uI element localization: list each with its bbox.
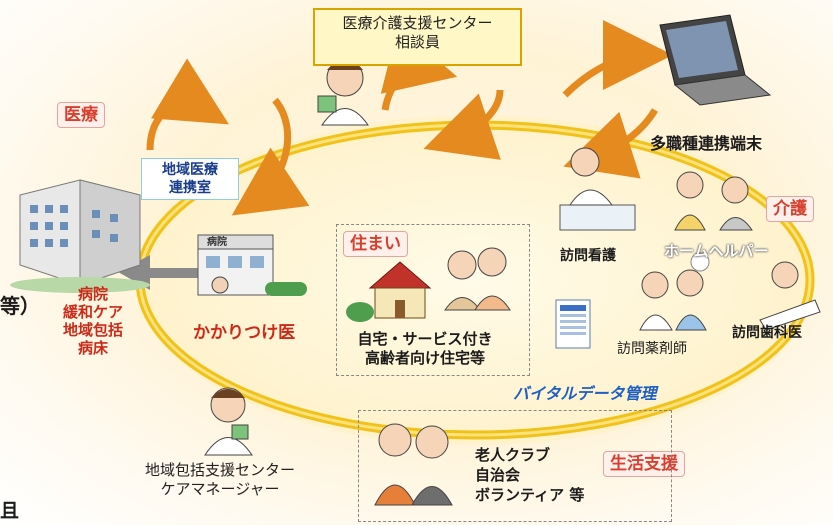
house-illustration (346, 261, 432, 322)
hospital-building-illustration (10, 179, 150, 293)
houmon-kango-label: 訪問看護 (560, 248, 616, 264)
housing-group (336, 224, 530, 376)
terminal-label: 多職種連携端末 (650, 134, 763, 153)
laptop-illustration (659, 14, 772, 106)
clinic-illustration (197, 234, 307, 296)
left-bottom-glyph: 且 (0, 500, 20, 522)
tag-iryo: 医療 (57, 102, 105, 128)
hospital-line4: 病床 (77, 339, 108, 357)
renkei-room-label: 地域医療 連携室 (141, 158, 239, 200)
home-line2: 高齢者向け住宅等 (364, 349, 485, 367)
support-line1: 老人クラブ (475, 446, 551, 464)
life-support-group (358, 410, 672, 522)
support-center-role: 相談員 (394, 33, 440, 51)
tablet-illustration (555, 299, 591, 349)
pharmacist-illustration (639, 252, 710, 331)
houmon-shika-label: 訪問歯科医 (732, 325, 802, 341)
hospital-label: 病院 緩和ケア 地域包括 病床 (48, 285, 138, 357)
hospital-line3: 地域包括 (62, 321, 123, 339)
houmon-yakuzaishi-label: 訪問薬剤師 (617, 341, 687, 357)
home-line1: 自宅・サービス付き (357, 330, 493, 348)
support-center-title: 医療介護支援センター (342, 14, 493, 32)
left-edge-glyph: 等） (0, 294, 40, 318)
support-line3: ボランティア 等 (475, 486, 585, 504)
arrow-to-terminal (562, 20, 673, 98)
home-helper-label: ホームヘルパー (664, 242, 769, 260)
clinic-sign: 病院 (207, 237, 227, 248)
renkei-line2: 連携室 (169, 180, 211, 196)
houkatsu-line1: 地域包括支援センター (144, 461, 295, 479)
arrow-to-center-up (380, 25, 458, 111)
counselor-illustration (317, 59, 369, 126)
tag-kaigo: 介護 (766, 196, 814, 222)
vital-label: バイタルデータ管理 (513, 384, 657, 403)
senior-club-illustration (374, 423, 453, 506)
arrow-from-center-down (423, 89, 504, 160)
dentist-illustration (759, 261, 821, 331)
elderly-couple-illustration (444, 247, 511, 311)
kakaritsuke-label: かかりつけ医 (193, 323, 296, 343)
arrow-iryo (146, 58, 230, 151)
houkatsu-line2: ケアマネージャー (160, 480, 280, 498)
tag-sumai: 住まい (343, 231, 408, 257)
home-helper-illustration (674, 171, 753, 231)
renkei-line1: 地域医療 (162, 162, 218, 178)
home-label: 自宅・サービス付き 高齢者向け住宅等 (340, 330, 510, 368)
care-manager-illustration (204, 387, 253, 456)
hospital-line1: 病院 (77, 285, 108, 303)
arrow-to-renkei (231, 97, 310, 216)
support-label: 老人クラブ 自治会 ボランティア 等 (475, 445, 584, 505)
arrow-clinic-to-hospital (118, 255, 230, 290)
hospital-line2: 緩和ケア (62, 303, 123, 321)
houkatsu-label: 地域包括支援センター ケアマネージャー (120, 461, 320, 499)
support-center-box: 医療介護支援センター 相談員 (313, 8, 522, 66)
nurse-illustration (559, 147, 636, 231)
support-line2: 自治会 (475, 466, 521, 484)
